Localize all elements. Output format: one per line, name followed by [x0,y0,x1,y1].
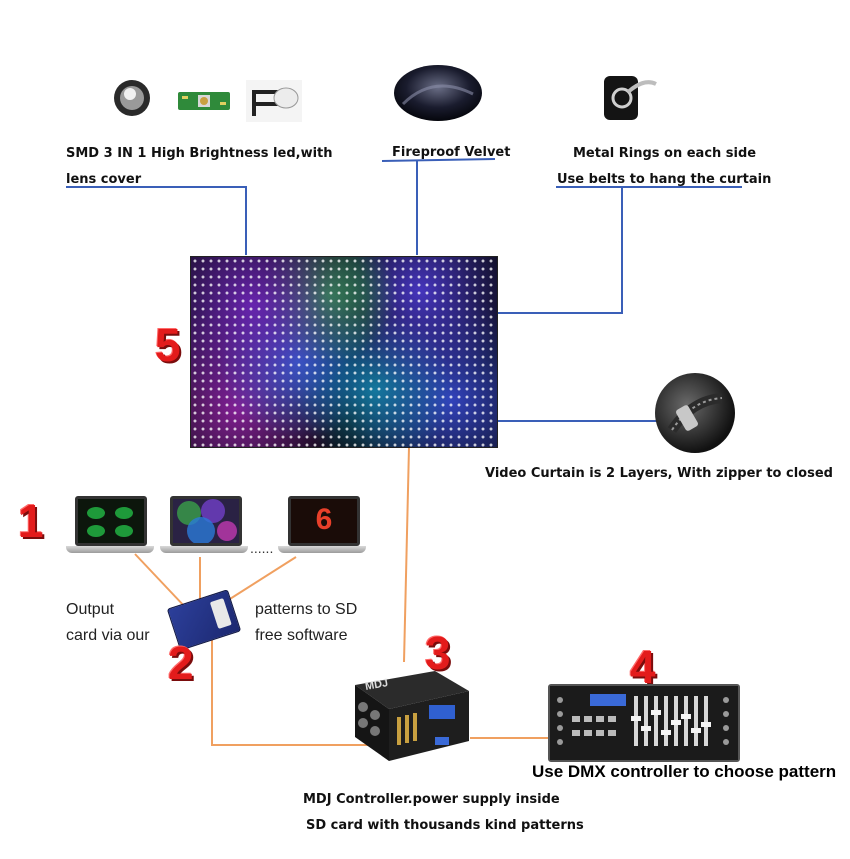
step-number-3: 3 [425,627,451,679]
laptop-3-base [278,546,366,553]
step-number-1: 1 [18,495,44,547]
led-bulb-icon [110,74,154,118]
laptop-3-screen: 6 [288,496,360,546]
laptop-1-screen [75,496,147,546]
rings-drop [497,187,623,314]
mdj-label-line1: MDJ Controller.power supply inside [303,792,560,807]
output-text-line1: Output [66,601,115,618]
zipper-label: Video Curtain is 2 Layers, With zipper t… [485,466,833,481]
rings-label-line1: Metal Rings on each side [573,146,757,161]
step-number-4: 4 [630,641,656,693]
led-label-line1: SMD 3 IN 1 High Brightness led,with [66,146,333,161]
laptop-1-base [66,546,154,553]
led-label-line2: lens cover [66,172,142,187]
lens-cover-icon [246,80,302,122]
step-number-5: 5 [155,319,181,371]
led-video-curtain [190,256,498,448]
laptop-3-digit: 6 [315,503,333,536]
laptop1-to-sd [134,553,187,609]
laptop-2-base [160,546,248,553]
output-text-line2: card via our [66,627,150,644]
patterns-text-line1: patterns to SD [255,601,358,618]
dmx-console-icon [548,684,740,762]
zipper-icon [652,370,738,456]
velvet-label: Fireproof Velvet [392,145,511,160]
led-pcb-icon [178,90,230,112]
dmx-caption: Use DMX controller to choose pattern [532,762,837,781]
more-laptops-ellipsis: ...... [250,540,274,556]
mdj-label-line2: SD card with thousands kind patterns [306,818,584,833]
mdj-controller-icon: MDJ [345,665,471,765]
metal-ring-icon [598,68,658,128]
curtain-to-controller [403,446,410,663]
led-connector [66,186,247,255]
rings-label-line2: Use belts to hang the curtain [557,172,772,187]
laptop3-to-sd [221,556,297,605]
step-number-2: 2 [168,637,194,689]
laptop-2-screen [170,496,242,546]
patterns-text-line2: free software [255,627,348,644]
velvet-fabric-icon [393,64,483,122]
